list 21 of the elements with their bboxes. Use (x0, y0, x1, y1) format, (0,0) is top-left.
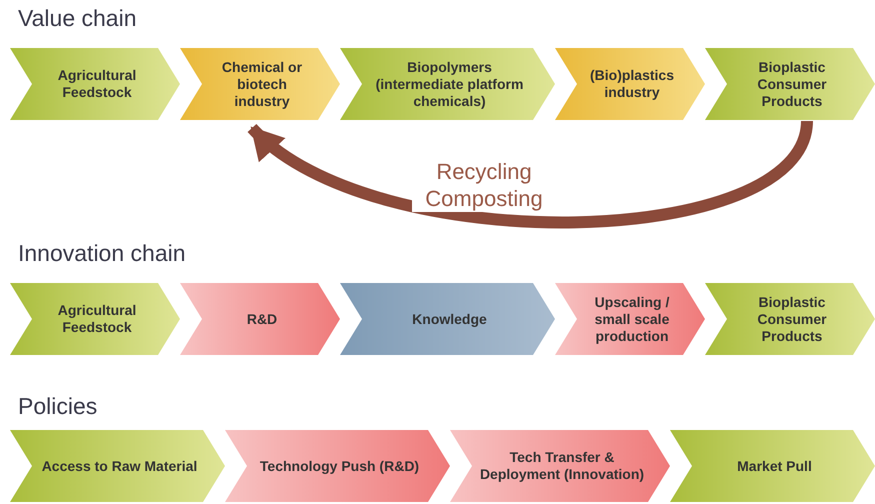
curved-arrow (248, 119, 813, 228)
chevron-label: Access to Raw Material (42, 458, 198, 474)
chevron-label: Tech Transfer & Deployment (Innovation) (478, 449, 646, 483)
chevron-label: Knowledge (412, 310, 487, 328)
chevron-label: Bioplastic Consumer Products (756, 58, 828, 110)
section-heading: Innovation chain (18, 240, 186, 267)
chevron-shape (670, 430, 875, 502)
chevron-label: (Bio)plastics industry (588, 67, 675, 101)
section-heading: Value chain (18, 5, 136, 32)
chevron-label: R&D (246, 310, 278, 328)
chevron-label: Upscaling / small scale production (594, 294, 670, 344)
chevron-label: Agricultural Feedstock (56, 67, 138, 101)
chevron-shape (705, 48, 875, 120)
chevron-label: Market Pull (737, 458, 812, 474)
chevron-label: Biopolymers (intermediate platform chemicals) (374, 58, 524, 110)
chevron-label: Bioplastic Consumer Products (756, 294, 828, 344)
chevron-label: Technology Push (R&D) (260, 458, 420, 474)
section-heading: Policies (18, 393, 98, 420)
chevron-shape (705, 283, 875, 355)
chevron-label: Agricultural Feedstock (56, 302, 138, 336)
chevron-label: Chemical or biotech industry (220, 58, 304, 110)
